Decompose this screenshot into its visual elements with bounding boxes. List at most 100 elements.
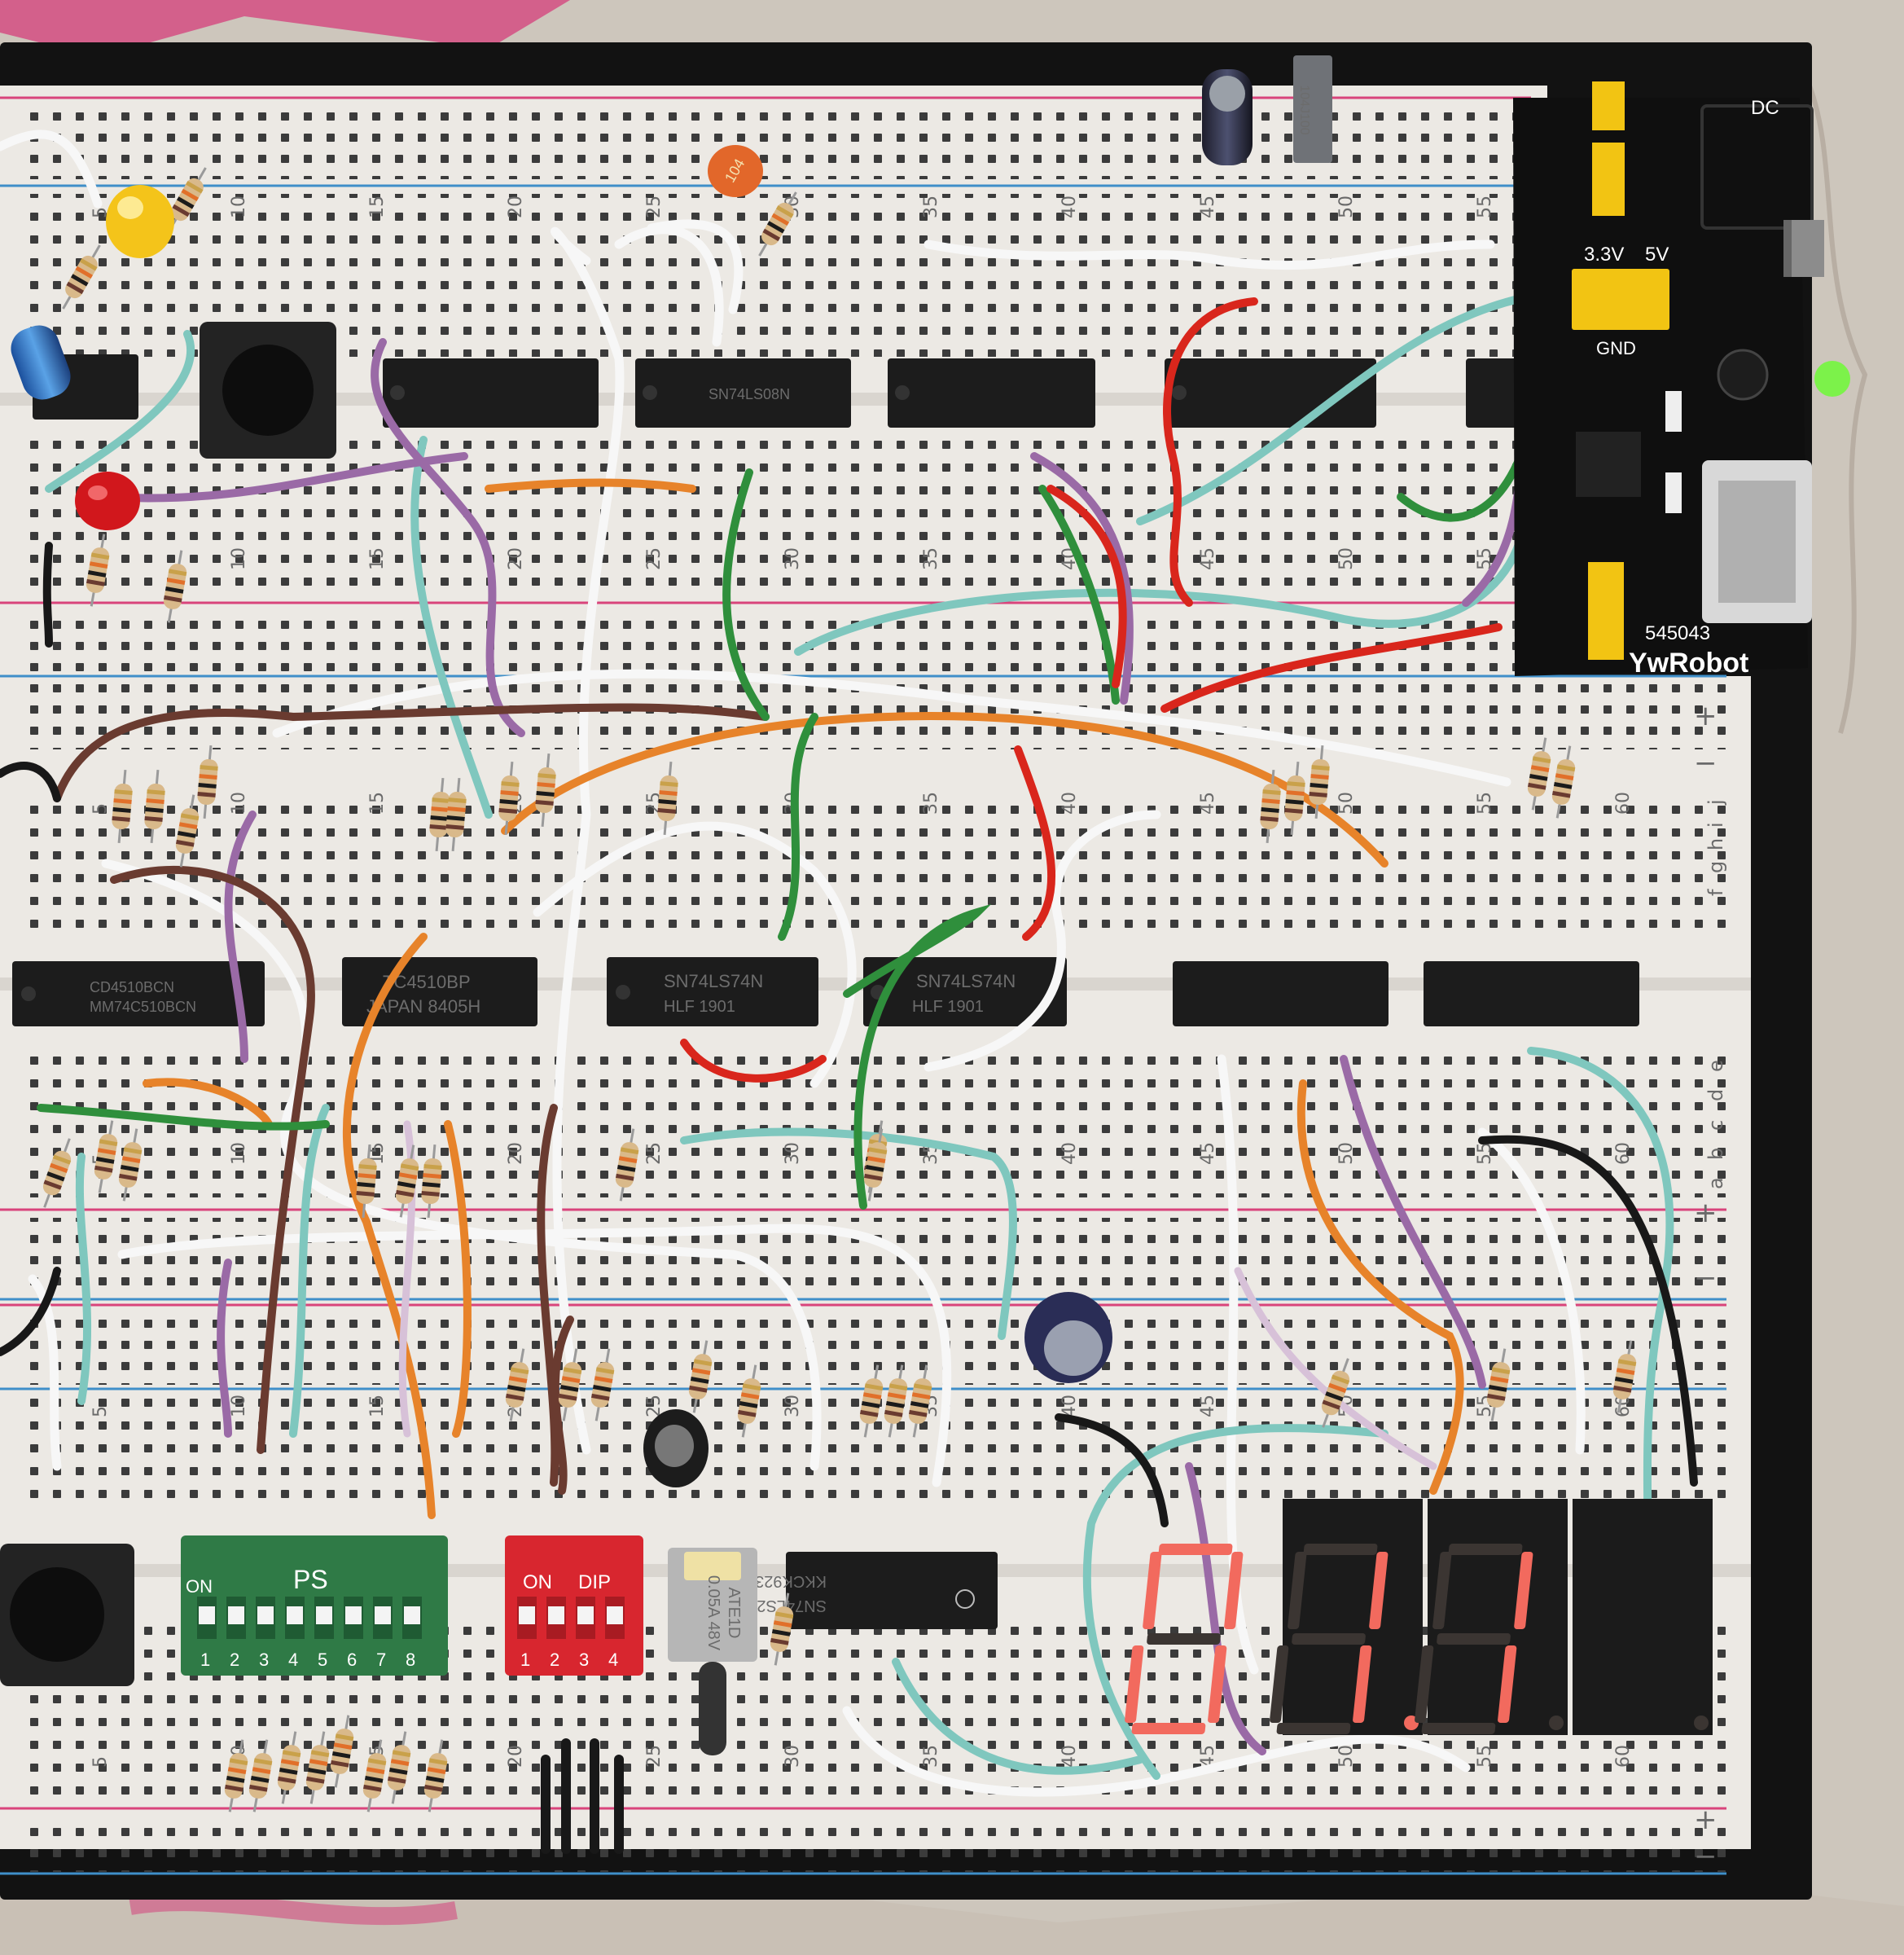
row-letter: h [1704, 838, 1727, 850]
column-number: 40 [1059, 196, 1080, 218]
row-letter: b [1704, 1148, 1727, 1160]
column-number: 20 [506, 547, 526, 570]
chip-label: HLF 1901 [912, 998, 984, 1016]
seven-segment-digit [1415, 1499, 1713, 1735]
resistor [615, 1128, 639, 1202]
dip-knob[interactable] [257, 1606, 274, 1624]
segment [1288, 1552, 1307, 1629]
dip-knob[interactable] [199, 1606, 215, 1624]
column-number: 30 [783, 547, 803, 570]
power-module: DC 3.3V 5V GND 545043 YwRobot [1513, 81, 1850, 679]
column-number: 15 [367, 1395, 388, 1417]
dip-knob[interactable] [607, 1606, 623, 1624]
chip-label: HLF 1901 [664, 998, 735, 1016]
segment [1353, 1645, 1372, 1723]
row-letter: j [1704, 799, 1727, 806]
resistor [1486, 1348, 1511, 1421]
rail-sign-minus: − [1694, 1840, 1718, 1873]
dip-position-label: 8 [406, 1650, 415, 1670]
dip-knob[interactable] [345, 1606, 362, 1624]
column-number: 30 [783, 1395, 803, 1417]
column-number: 60 [1613, 1142, 1634, 1165]
dip-knob[interactable] [404, 1606, 420, 1624]
dip-knob[interactable] [375, 1606, 391, 1624]
column-number: 35 [921, 547, 941, 570]
segment [1437, 1633, 1511, 1645]
film-cap-label: 104J100 [1297, 85, 1311, 134]
row-letter: a [1704, 1177, 1727, 1189]
jumper-5v-label: 5V [1645, 244, 1669, 266]
resistor [423, 1739, 448, 1812]
resistor [1612, 1340, 1637, 1413]
ic-chip [888, 358, 1095, 428]
resistor [112, 770, 133, 843]
segment [1432, 1552, 1452, 1629]
dip-knob[interactable] [577, 1606, 594, 1624]
ic-chip [1424, 961, 1639, 1026]
dip-knob[interactable] [519, 1606, 535, 1624]
column-number: 55 [1475, 1745, 1495, 1768]
electrolytic-capacitor [1202, 69, 1253, 165]
column-number: 5 [90, 207, 111, 218]
column-number: 35 [921, 792, 941, 815]
toggle-label: ATE1D [725, 1588, 743, 1639]
column-number: 25 [644, 547, 665, 570]
rail-sign-minus: − [1694, 1262, 1718, 1294]
resistor [248, 1739, 273, 1812]
column-number: 40 [1059, 1142, 1080, 1165]
resistor [62, 244, 101, 310]
electrolytic-capacitor [1024, 1292, 1112, 1383]
column-number: 5 [90, 1756, 111, 1768]
push-button[interactable] [200, 322, 336, 459]
column-number: 45 [1198, 196, 1218, 218]
column-number: 50 [1336, 196, 1357, 218]
dip-position-label: 7 [376, 1650, 386, 1670]
dip-knob[interactable] [548, 1606, 564, 1624]
chip-label: SN74LS74N [916, 971, 1016, 991]
column-number: 40 [1059, 1395, 1080, 1417]
column-number: 15 [367, 547, 388, 570]
column-number: 45 [1198, 1142, 1218, 1165]
column-number: 10 [229, 792, 249, 815]
resistor [558, 1348, 582, 1421]
dip-position-label: 2 [230, 1650, 239, 1670]
resistor [395, 1144, 419, 1218]
resistor [175, 794, 200, 868]
dip-position-label: 4 [608, 1650, 618, 1670]
yellow-led [106, 185, 174, 258]
dip-knob[interactable] [287, 1606, 303, 1624]
column-number: 25 [644, 1745, 665, 1768]
dip-position-label: 1 [200, 1650, 210, 1670]
jumper-3v3-label: 3.3V [1584, 244, 1624, 266]
column-number: 30 [783, 1745, 803, 1768]
row-letter: g [1704, 861, 1727, 873]
toggle-switch[interactable]: 0.05A 48V ATE1D [668, 1548, 757, 1755]
wires [0, 130, 1698, 1854]
resistor [197, 745, 218, 819]
dip-knob[interactable] [228, 1606, 244, 1624]
segment [1143, 1552, 1162, 1629]
column-number: 5 [90, 1406, 111, 1417]
column-number: 35 [921, 196, 941, 218]
ic-chips: SN74LS08N CD4510BCN MM74C510BCN TC4510BP… [12, 354, 1639, 1629]
segment [1270, 1645, 1289, 1723]
dip4-on-label: ON [523, 1571, 552, 1593]
dip-position-label: 6 [347, 1650, 357, 1670]
resistor [1260, 770, 1281, 843]
ic-chip [383, 358, 599, 428]
resistor [859, 1364, 884, 1438]
column-number: 35 [921, 1745, 941, 1768]
right-edge-board [1751, 676, 1812, 1882]
resistor [163, 550, 187, 623]
resistor [535, 753, 556, 827]
brand-label: YwRobot [1629, 648, 1748, 679]
dip-knob[interactable] [316, 1606, 332, 1624]
push-button[interactable] [0, 1544, 134, 1686]
row-letter: c [1704, 1120, 1727, 1131]
ic-chip: CD4510BCN MM74C510BCN [12, 961, 265, 1026]
